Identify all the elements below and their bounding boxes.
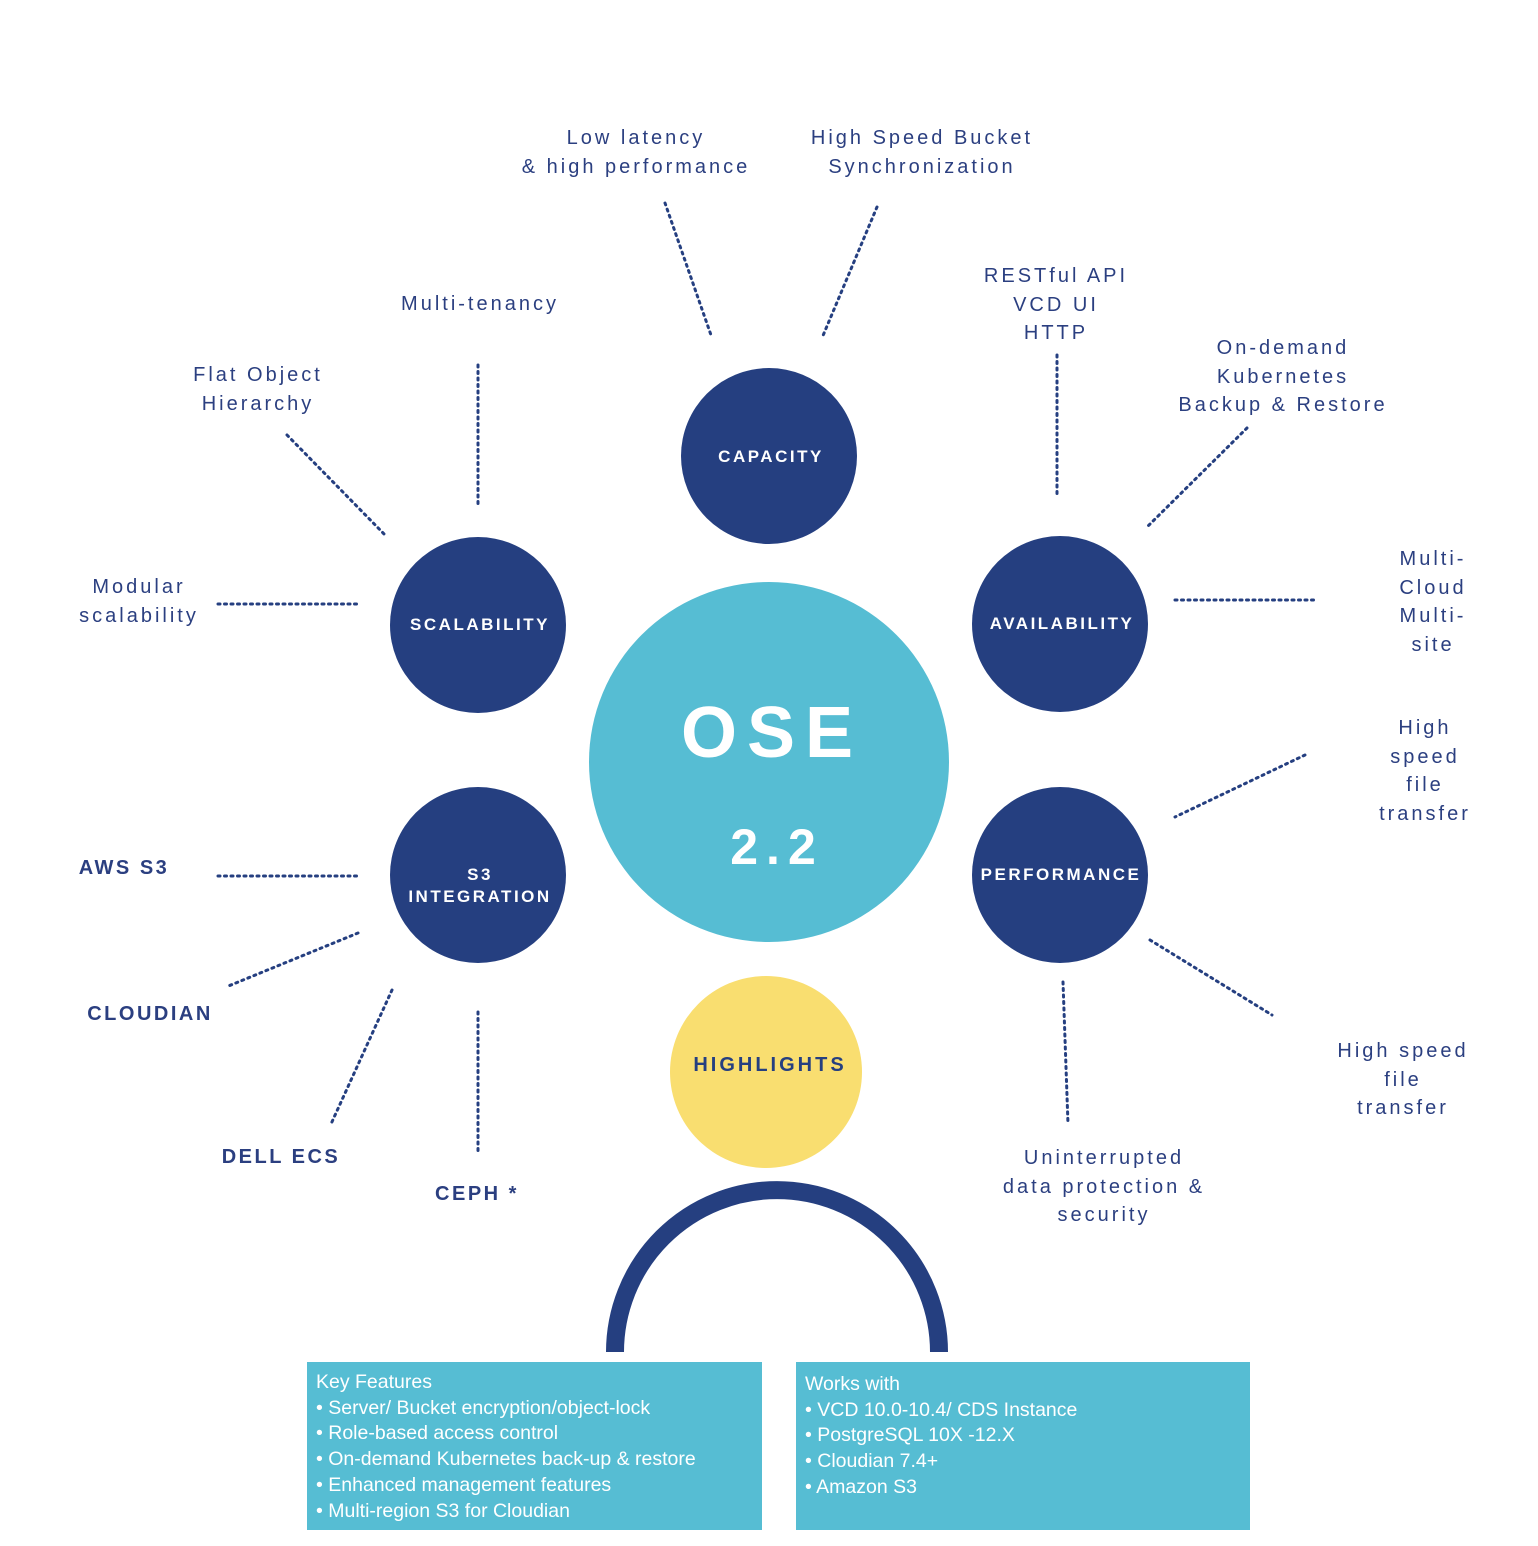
works-with-item: • PostgreSQL 10X -12.X xyxy=(805,1424,1015,1447)
s3-integration-circle xyxy=(390,787,566,963)
scalability-label: SCALABILITY xyxy=(410,615,550,634)
connector-line xyxy=(1144,426,1249,530)
connector-line xyxy=(1148,938,1274,1017)
connector-line xyxy=(1173,753,1307,819)
modular-scalability-label: Modular scalability xyxy=(79,576,199,627)
key-features-box: Key Features • Server/ Bucket encryption… xyxy=(307,1362,762,1530)
multi-tenancy-label: Multi-tenancy xyxy=(401,293,559,315)
highlights-label: HIGHLIGHTS xyxy=(693,1054,847,1076)
connector-line xyxy=(285,433,389,539)
cloudian-label: CLOUDIAN xyxy=(87,1003,213,1025)
s3-integration-label: S3 INTEGRATION xyxy=(408,865,552,906)
connector-line xyxy=(224,931,360,989)
availability-label: AVAILABILITY xyxy=(989,614,1135,633)
ose-version: 2.2 xyxy=(730,819,824,875)
works-with-box: Works with • VCD 10.0-10.4/ CDS Instance… xyxy=(796,1362,1250,1530)
connector-line xyxy=(329,988,394,1126)
highlights-circle xyxy=(670,976,862,1168)
connector-line xyxy=(820,205,879,340)
works-with-item: • Cloudian 7.4+ xyxy=(805,1450,939,1473)
key-feature-item: • Role-based access control xyxy=(316,1422,559,1445)
flat-object-label: Flat Object Hierarchy xyxy=(193,364,323,415)
performance-label: PERFORMANCE xyxy=(980,865,1142,884)
restful-api-label: RESTful API VCD UI HTTP xyxy=(983,265,1129,344)
works-with-item: • VCD 10.0-10.4/ CDS Instance xyxy=(805,1398,1078,1421)
connector-line xyxy=(1061,980,1070,1126)
key-features-title: Key Features xyxy=(316,1371,432,1393)
bucket-sync-label: High Speed Bucket Synchronization xyxy=(810,127,1034,178)
performance-circle xyxy=(972,787,1148,963)
multi-cloud-label: Multi- Cloud Multi-site xyxy=(1399,548,1467,656)
ceph-label: CEPH * xyxy=(435,1183,519,1205)
works-with-item: • Amazon S3 xyxy=(805,1475,917,1498)
dell-ecs-label: DELL ECS xyxy=(221,1146,341,1168)
availability-circle xyxy=(972,536,1148,712)
ose-center-circle xyxy=(589,582,949,942)
data-protection-label: Uninterrupted data protection & security xyxy=(1002,1147,1206,1226)
scalability-circle xyxy=(390,537,566,713)
works-with-title: Works with xyxy=(805,1373,900,1395)
kubernetes-backup-label: On-demand Kubernetes Backup & Restore xyxy=(1178,337,1388,416)
key-feature-item: • Enhanced management features xyxy=(316,1473,612,1496)
capacity-circle xyxy=(681,368,857,544)
ose-title: OSE xyxy=(680,693,864,773)
high-speed-file-label-1: High speed file transfer xyxy=(1379,717,1471,825)
high-speed-file-label-2: High speed file transfer xyxy=(1337,1040,1469,1119)
connector-line xyxy=(663,201,714,340)
arc-shape xyxy=(606,1181,948,1353)
aws-s3-label: AWS S3 xyxy=(78,857,170,879)
key-feature-item: • Server/ Bucket encryption/object-lock xyxy=(316,1396,651,1419)
low-latency-label: Low latency & high performance xyxy=(521,127,751,178)
capacity-label: CAPACITY xyxy=(718,447,824,466)
key-feature-item: • On-demand Kubernetes back-up & restore xyxy=(316,1448,696,1471)
key-feature-item: • Multi-region S3 for Cloudian xyxy=(316,1499,570,1522)
